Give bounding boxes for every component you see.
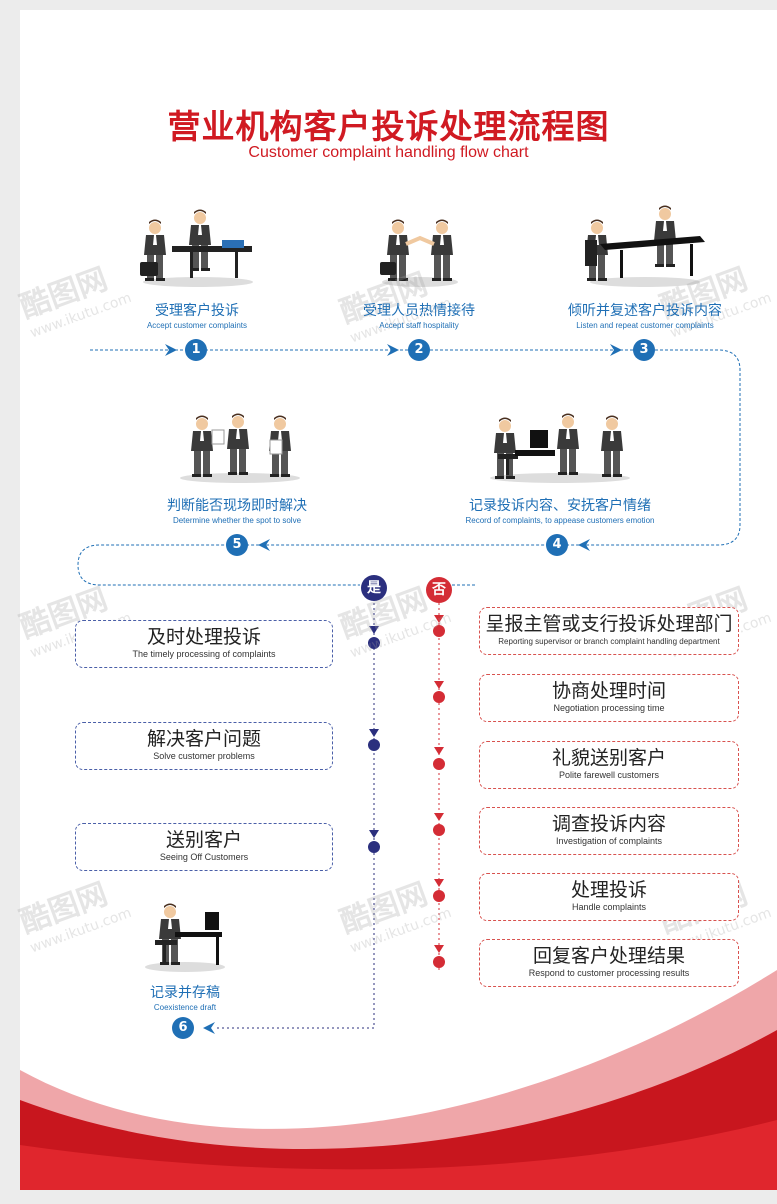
decision-no-badge: 否: [426, 577, 452, 603]
group-discussion-illustration: [180, 413, 300, 483]
office-desk-illustration: [585, 205, 705, 287]
poster: [20, 10, 777, 1190]
step-number-1: 1: [185, 339, 207, 361]
computer-worker-illustration: [145, 903, 225, 972]
bottom-wave-highlight: [20, 1120, 777, 1190]
meeting-desk-illustration: [140, 209, 253, 287]
step-number-6: 6: [172, 1017, 194, 1039]
flow-graphics: [20, 205, 777, 1190]
page-title: 营业机构客户投诉处理流程图: [167, 107, 610, 146]
counter-service-illustration: [490, 413, 630, 483]
step-number-4: 4: [546, 534, 568, 556]
handshake-illustration: [380, 219, 458, 287]
step-number-3: 3: [633, 339, 655, 361]
step-number-2: 2: [408, 339, 430, 361]
step-number-5: 5: [226, 534, 248, 556]
decision-yes-badge: 是: [361, 575, 387, 601]
bottom-wave-front: [20, 1030, 777, 1190]
page-subtitle: Customer complaint handling flow chart: [248, 144, 529, 161]
